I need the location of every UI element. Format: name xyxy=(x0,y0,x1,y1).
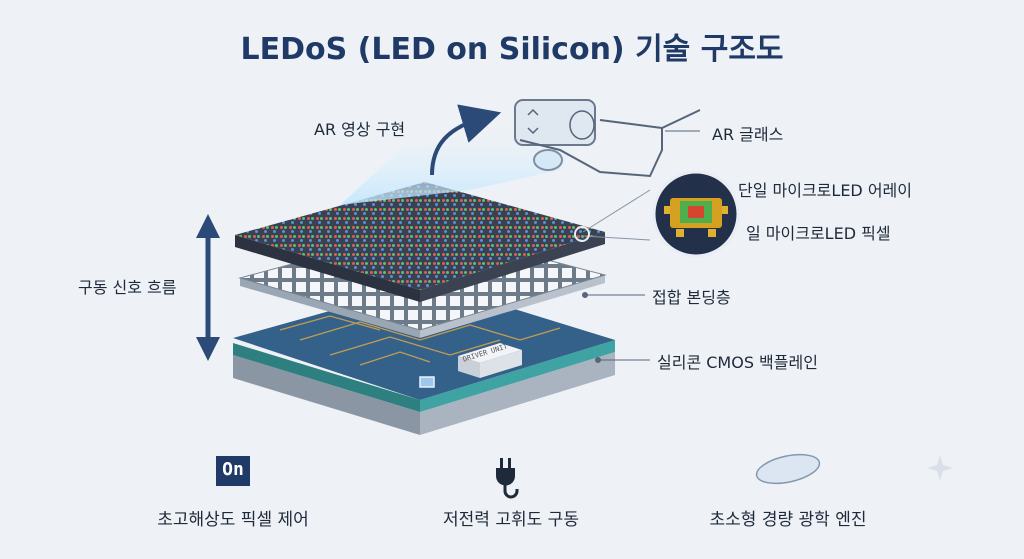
label-micro-pixel: 일 마이크로LED 픽셀 xyxy=(746,224,891,243)
leader-lines xyxy=(582,130,700,363)
microled-array-layer xyxy=(235,182,605,302)
pixel-zoom-callout xyxy=(574,170,740,258)
cmos-backplane-layer xyxy=(233,283,615,435)
sensor-pad xyxy=(419,376,435,388)
feature-label-optics: 초소형 경량 광학 엔진 xyxy=(709,510,867,530)
page-title: LEDoS (LED on Silicon) 기술 구조도 xyxy=(240,32,784,67)
label-drive-signal: 구동 신호 흐름 xyxy=(78,278,177,297)
feature-label-resolution: 초고해상도 픽셀 제어 xyxy=(157,510,309,530)
label-ar-display: AR 영상 구현 xyxy=(314,120,406,139)
label-ar-glasses: AR 글래스 xyxy=(712,125,784,144)
driver-chip xyxy=(458,343,522,378)
sparkle-icon xyxy=(927,455,953,481)
on-pixel-icon-text: On xyxy=(222,459,244,480)
label-bonding-layer: 접합 본딩층 xyxy=(652,288,731,307)
label-cmos-backplane: 실리콘 CMOS 백플레인 xyxy=(657,353,818,372)
light-beam xyxy=(340,125,575,205)
on-pixel-icon xyxy=(216,456,250,486)
ar-output-arrow xyxy=(430,104,502,176)
feature-label-power: 저전력 고휘도 구동 xyxy=(443,510,579,530)
label-single-array: 단일 마이크로LED 어레이 xyxy=(738,181,912,200)
ar-glasses-icon xyxy=(514,99,701,178)
drive-signal-arrow xyxy=(196,214,220,361)
power-plug-icon xyxy=(496,458,519,499)
lens-icon xyxy=(755,453,821,485)
